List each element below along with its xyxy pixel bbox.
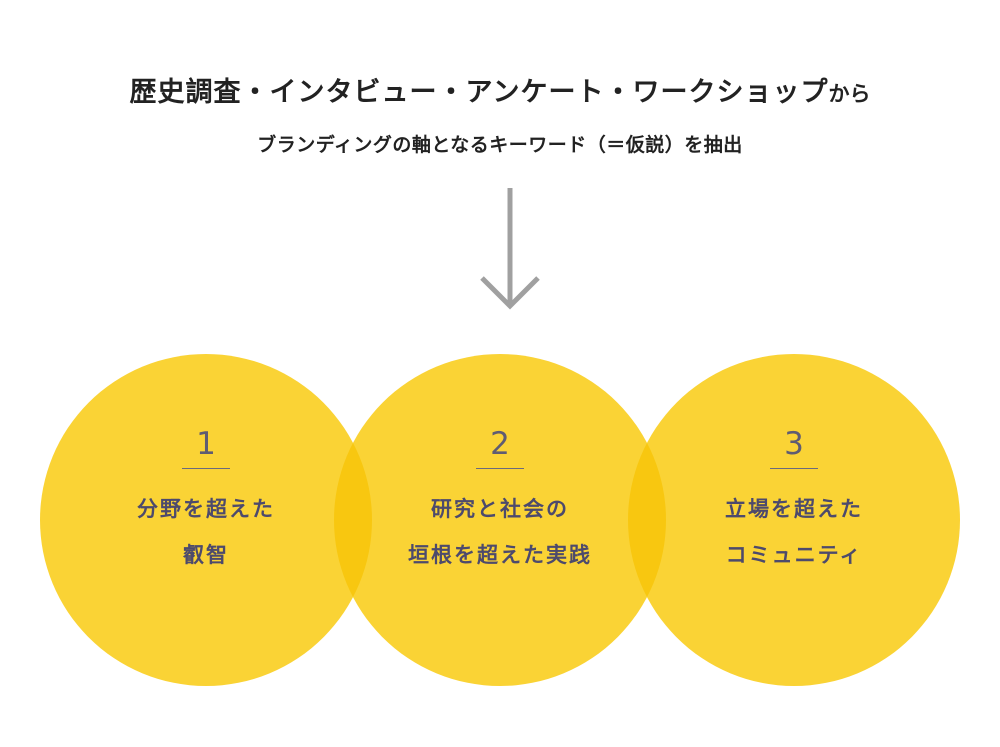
circle-3-number: 3 [784,426,804,462]
down-arrow-icon [480,188,540,310]
circle-1-rule [182,468,230,469]
circle-1 [40,354,372,686]
circle-1-label-line1: 分野を超えた [137,497,275,521]
headline-main: 歴史調査・インタビュー・アンケート・ワークショップから [0,76,1000,111]
circle-1-label: 分野を超えた 叡智 [86,486,326,578]
circle-2-number: 2 [490,426,510,462]
circle-2-label-line1: 研究と社会の [431,497,569,521]
circle-3-label-line1: 立場を超えた [725,497,863,521]
circle-2-label: 研究と社会の 垣根を超えた実践 [380,486,620,578]
headline-main-text: 歴史調査・インタビュー・アンケート・ワークショップ [129,77,829,108]
circle-3-label-line2: コミュニティ [725,543,863,567]
circle-3 [628,354,960,686]
headline-sub: ブランディングの軸となるキーワード（＝仮説）を抽出 [257,134,743,156]
circle-2-label-line2: 垣根を超えた実践 [408,543,592,567]
circle-1-number: 1 [196,426,216,462]
circle-2-rule [476,468,524,469]
headline-main-tail: から [828,82,871,106]
circle-3-rule [770,468,818,469]
circle-3-label: 立場を超えた コミュニティ [674,486,914,578]
circle-1-label-line2: 叡智 [183,543,229,567]
circle-2 [334,354,666,686]
